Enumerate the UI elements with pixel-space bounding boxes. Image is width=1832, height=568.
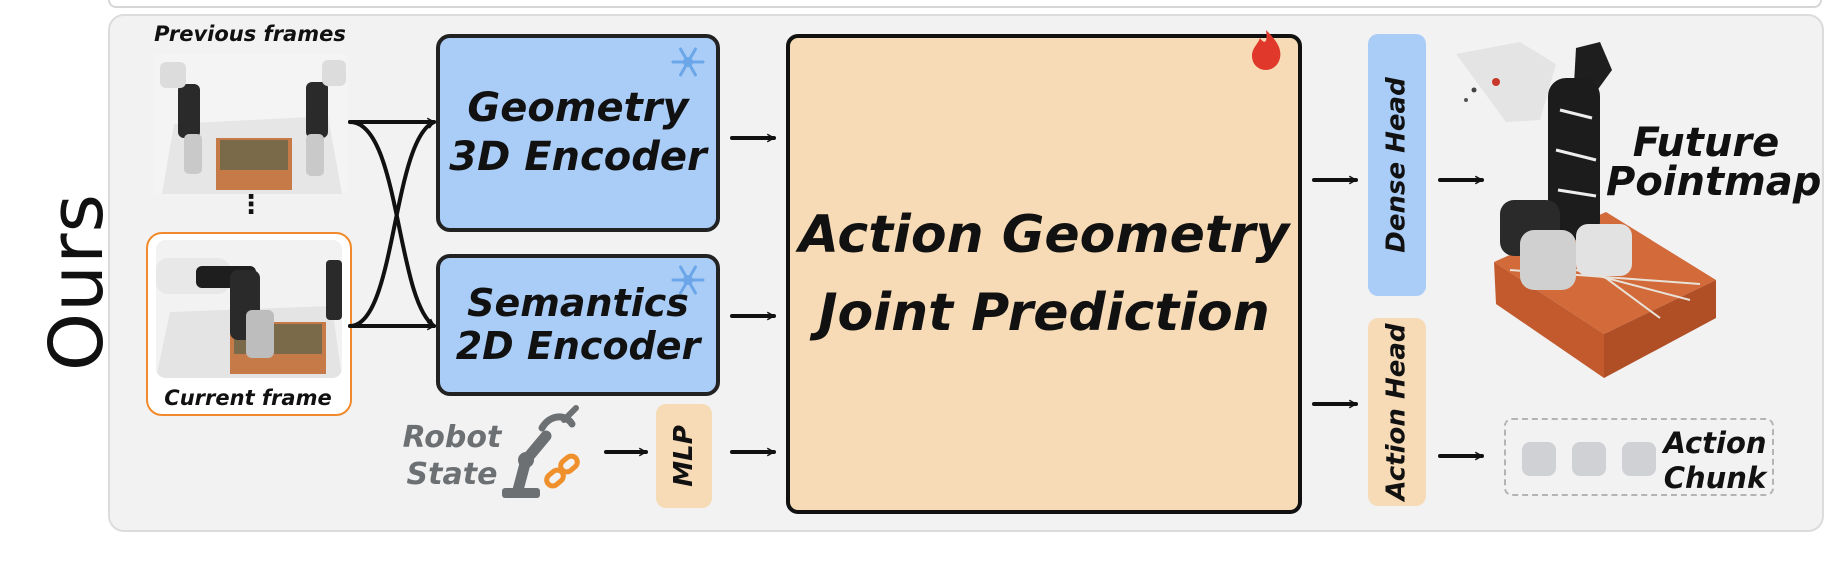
current-frame-image: [156, 240, 342, 378]
previous-frame-image: [154, 54, 348, 194]
previous-frame-scene: [154, 54, 348, 194]
joint-prediction-line2: Joint Prediction: [818, 283, 1270, 343]
current-frame-caption: Current frame: [164, 386, 332, 410]
future-pointmap-line2: Pointmap: [1606, 159, 1822, 206]
current-frame-scene: [156, 240, 342, 378]
geometry-encoder-line1: Geometry: [467, 85, 689, 132]
robot-arm-icon: [502, 405, 580, 498]
previous-frames-caption: Previous frames: [154, 22, 346, 46]
action-chunk-box: Action Chunk: [1504, 418, 1774, 496]
snowflake-icon: [671, 47, 705, 77]
semantics-encoder-line1: Semantics: [467, 280, 689, 325]
current-frame-container: [146, 232, 352, 416]
action-token-2: [1572, 442, 1606, 476]
robot-state-label: Robot State: [396, 420, 508, 493]
arrow-cur-to-geometry: [348, 120, 436, 328]
semantics-encoder-line2: 2D Encoder: [455, 324, 701, 368]
action-geometry-joint-prediction-box: Action Geometry Joint Prediction: [786, 34, 1302, 514]
snowflake-icon: [671, 265, 705, 295]
robot-state-line1: Robot: [402, 420, 502, 455]
robot-state-line2: State: [406, 456, 498, 492]
action-head-block: Action Head: [1368, 318, 1426, 506]
future-pointmap-label: Future Pointmap: [1606, 120, 1822, 206]
dense-head-block: Dense Head: [1368, 34, 1426, 296]
future-pointmap-line1: Future: [1632, 120, 1780, 166]
geometry-3d-encoder-box: Geometry 3D Encoder: [436, 34, 720, 232]
joint-prediction-line1: Action Geometry: [798, 205, 1290, 265]
flame-icon: [1252, 30, 1281, 70]
mlp-block: MLP: [656, 404, 712, 508]
arrow-prev-to-semantics: [348, 120, 436, 328]
action-chunk-label: Action Chunk: [1660, 426, 1770, 496]
action-token-3: [1622, 442, 1656, 476]
frames-ellipsis: ⋮: [238, 190, 264, 220]
geometry-encoder-line2: 3D Encoder: [449, 134, 707, 180]
pointmap-robot-arm: [1456, 42, 1632, 290]
action-chunk-line2: Chunk: [1663, 460, 1767, 495]
semantics-2d-encoder-box: Semantics 2D Encoder: [436, 254, 720, 396]
action-token-1: [1522, 442, 1556, 476]
action-chunk-line1: Action: [1663, 426, 1767, 460]
